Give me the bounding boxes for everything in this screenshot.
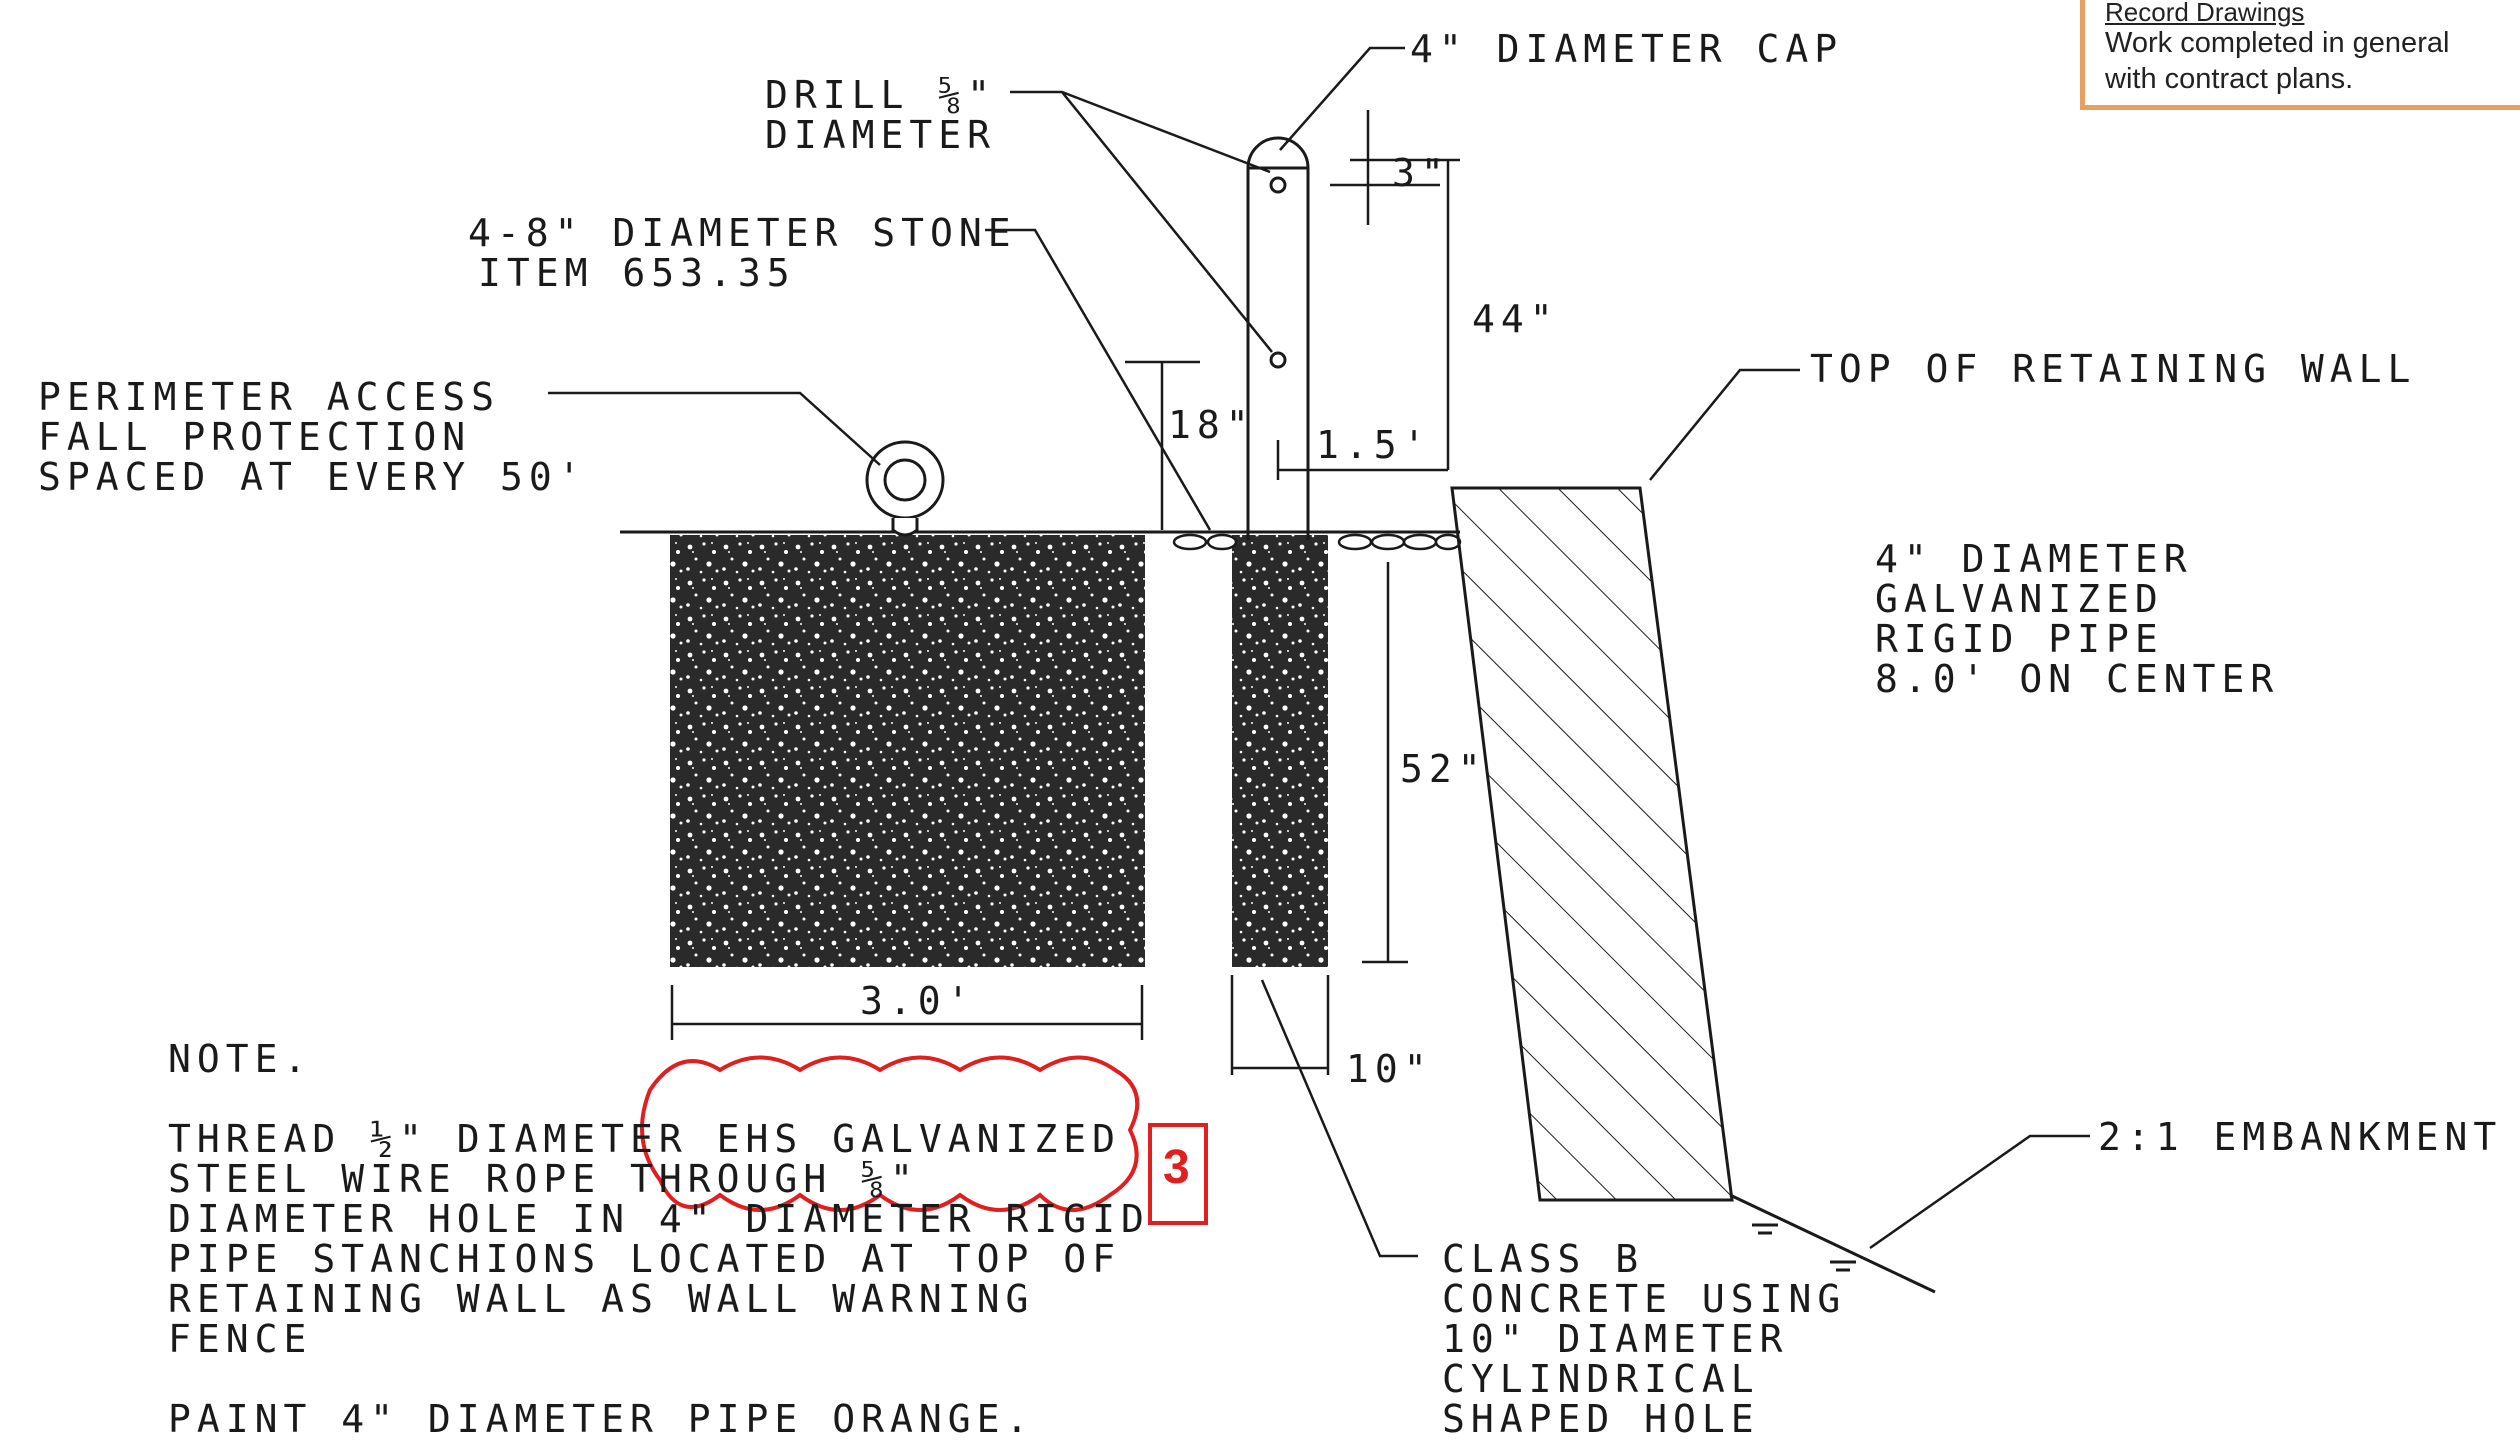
pipe-stanchion	[1246, 136, 1310, 540]
label-concrete-5: SHAPED HOLE	[1442, 1397, 1760, 1441]
revision-tag-box	[1148, 1123, 1208, 1225]
label-concrete-2: CONCRETE USING	[1442, 1277, 1846, 1321]
dim-10in: 10"	[1346, 1047, 1433, 1091]
label-pipe-1: 4" DIAMETER	[1875, 537, 2193, 581]
note-line-1: THREAD ½" DIAMETER EHS GALVANIZED	[168, 1117, 1121, 1161]
record-drawings-stamp: Record Drawings Work completed in genera…	[2080, 0, 2520, 110]
stamp-line-2: with contract plans.	[2105, 63, 2354, 95]
stone-fill-block	[670, 535, 1145, 967]
note-paint: PAINT 4" DIAMETER PIPE ORANGE.	[168, 1397, 1034, 1441]
label-embankment: 2:1 EMBANKMENT	[2098, 1115, 2502, 1159]
concrete-footing	[1232, 535, 1328, 967]
label-perimeter-2: FALL PROTECTION	[38, 415, 471, 459]
leader-lines	[548, 46, 2090, 1258]
dim-3-0ft: 3.0'	[860, 979, 976, 1023]
label-stone-1: 4-8" DIAMETER STONE	[468, 211, 1017, 255]
label-perimeter-3: SPACED AT EVERY 50'	[38, 455, 587, 499]
note-line-2: STEEL WIRE ROPE THROUGH ⅝"	[168, 1157, 919, 1201]
dim-18in: 18"	[1168, 403, 1255, 447]
label-pipe-4: 8.0' ON CENTER	[1875, 657, 2279, 701]
label-pipe-2: GALVANIZED	[1875, 577, 2164, 621]
fall-protection-anchor	[865, 440, 945, 537]
label-drill-2: DIAMETER	[765, 113, 996, 157]
dim-44in: 44"	[1472, 297, 1559, 341]
stamp-line-1: Work completed in general	[2105, 27, 2450, 59]
retaining-wall	[1450, 486, 1734, 1202]
dim-1-5ft: 1.5'	[1316, 423, 1432, 467]
note-line-4: PIPE STANCHIONS LOCATED AT TOP OF	[168, 1237, 1121, 1281]
embankment	[1729, 1193, 1936, 1294]
dim-3in: 3"	[1392, 151, 1450, 195]
stamp-title: Record Drawings	[2105, 0, 2305, 27]
note-line-5: RETAINING WALL AS WALL WARNING	[168, 1277, 1034, 1321]
note-heading: NOTE.	[168, 1037, 312, 1081]
label-top-wall: TOP OF RETAINING WALL	[1810, 347, 2416, 391]
label-concrete-1: CLASS B	[1442, 1237, 1644, 1281]
label-concrete-3: 10" DIAMETER	[1442, 1317, 1789, 1361]
dim-52in: 52"	[1400, 747, 1487, 791]
label-cap: 4" DIAMETER CAP	[1410, 27, 1843, 71]
label-drill-1: DRILL ⅝"	[765, 73, 996, 117]
revision-cloud	[640, 1055, 1140, 1212]
label-concrete-4: CYLINDRICAL	[1442, 1357, 1760, 1401]
revision-number: 3	[1163, 1141, 1190, 1194]
label-pipe-3: RIGID PIPE	[1875, 617, 2164, 661]
note-line-6: FENCE	[168, 1317, 312, 1361]
label-perimeter-1: PERIMETER ACCESS	[38, 375, 500, 419]
label-stone-2: ITEM 653.35	[478, 251, 796, 295]
note-line-3: DIAMETER HOLE IN 4" DIAMETER RIGID	[168, 1197, 1150, 1241]
dimension-lines	[670, 110, 1460, 1075]
surface-stones	[1172, 533, 1462, 551]
